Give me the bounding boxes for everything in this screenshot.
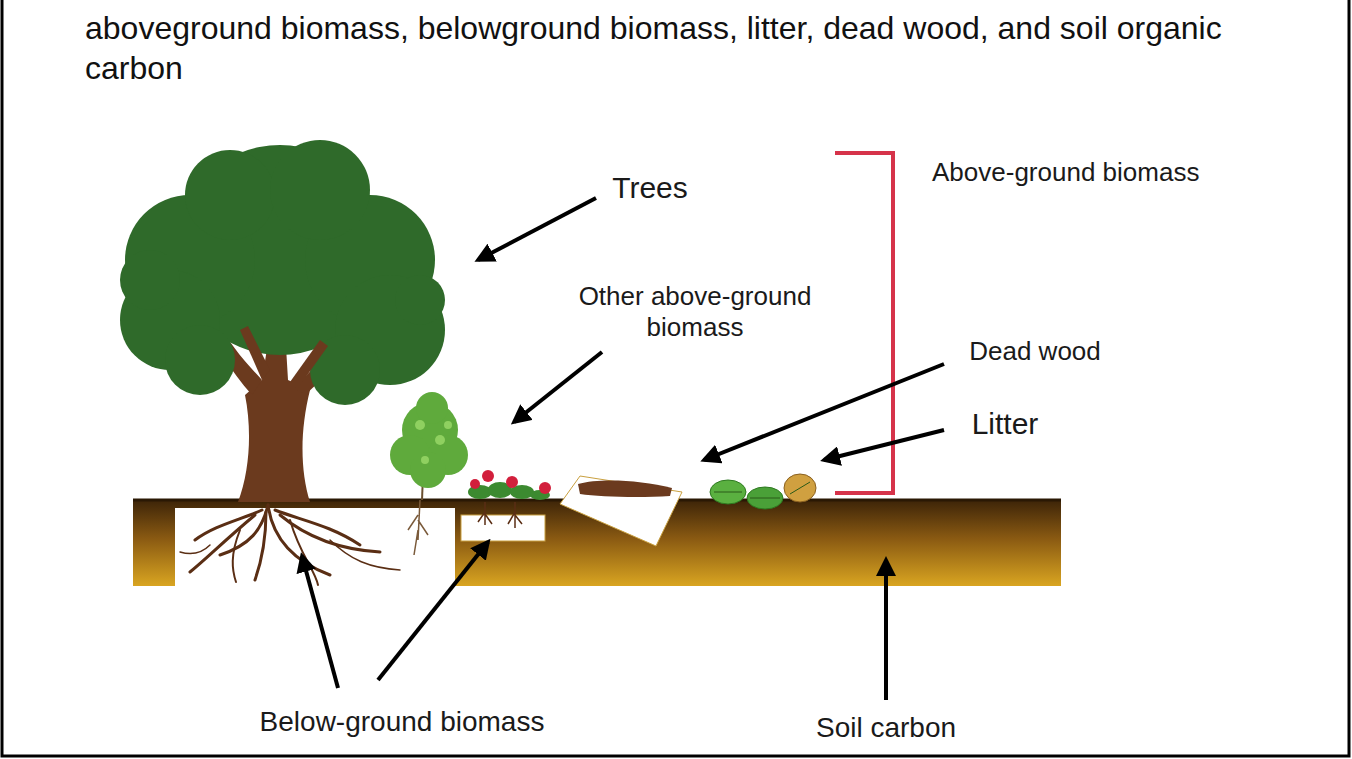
bracket-label: Above-ground biomass — [932, 157, 1199, 188]
leader-line — [378, 542, 488, 680]
leader-line — [704, 364, 944, 460]
part-label: Soil carbon — [816, 711, 956, 745]
leader-line — [824, 430, 944, 460]
part-label: Other above-ground biomass — [545, 281, 845, 343]
leader-line — [478, 198, 596, 260]
tree-roots — [180, 505, 400, 585]
root-cutout — [175, 508, 455, 586]
leader-arrows — [302, 198, 944, 700]
part-label: Below-ground biomass — [260, 705, 545, 739]
leader-line — [514, 352, 602, 422]
part-label: Litter — [972, 406, 1039, 442]
bracket — [835, 153, 893, 493]
dead-wood — [578, 481, 672, 498]
leader-line — [884, 560, 888, 700]
flower-roots — [478, 502, 522, 528]
leader-line — [302, 556, 338, 688]
title: aboveground biomass, belowground biomass… — [85, 8, 1325, 88]
shrub — [390, 392, 468, 500]
tree — [120, 140, 445, 502]
part-label: Dead wood — [969, 336, 1101, 367]
part-label: Trees — [612, 170, 688, 206]
shrub-roots — [408, 500, 428, 555]
litter — [710, 474, 816, 509]
root-cutout — [461, 515, 545, 541]
deadwood-cutout — [560, 476, 682, 546]
flowers — [468, 470, 551, 500]
